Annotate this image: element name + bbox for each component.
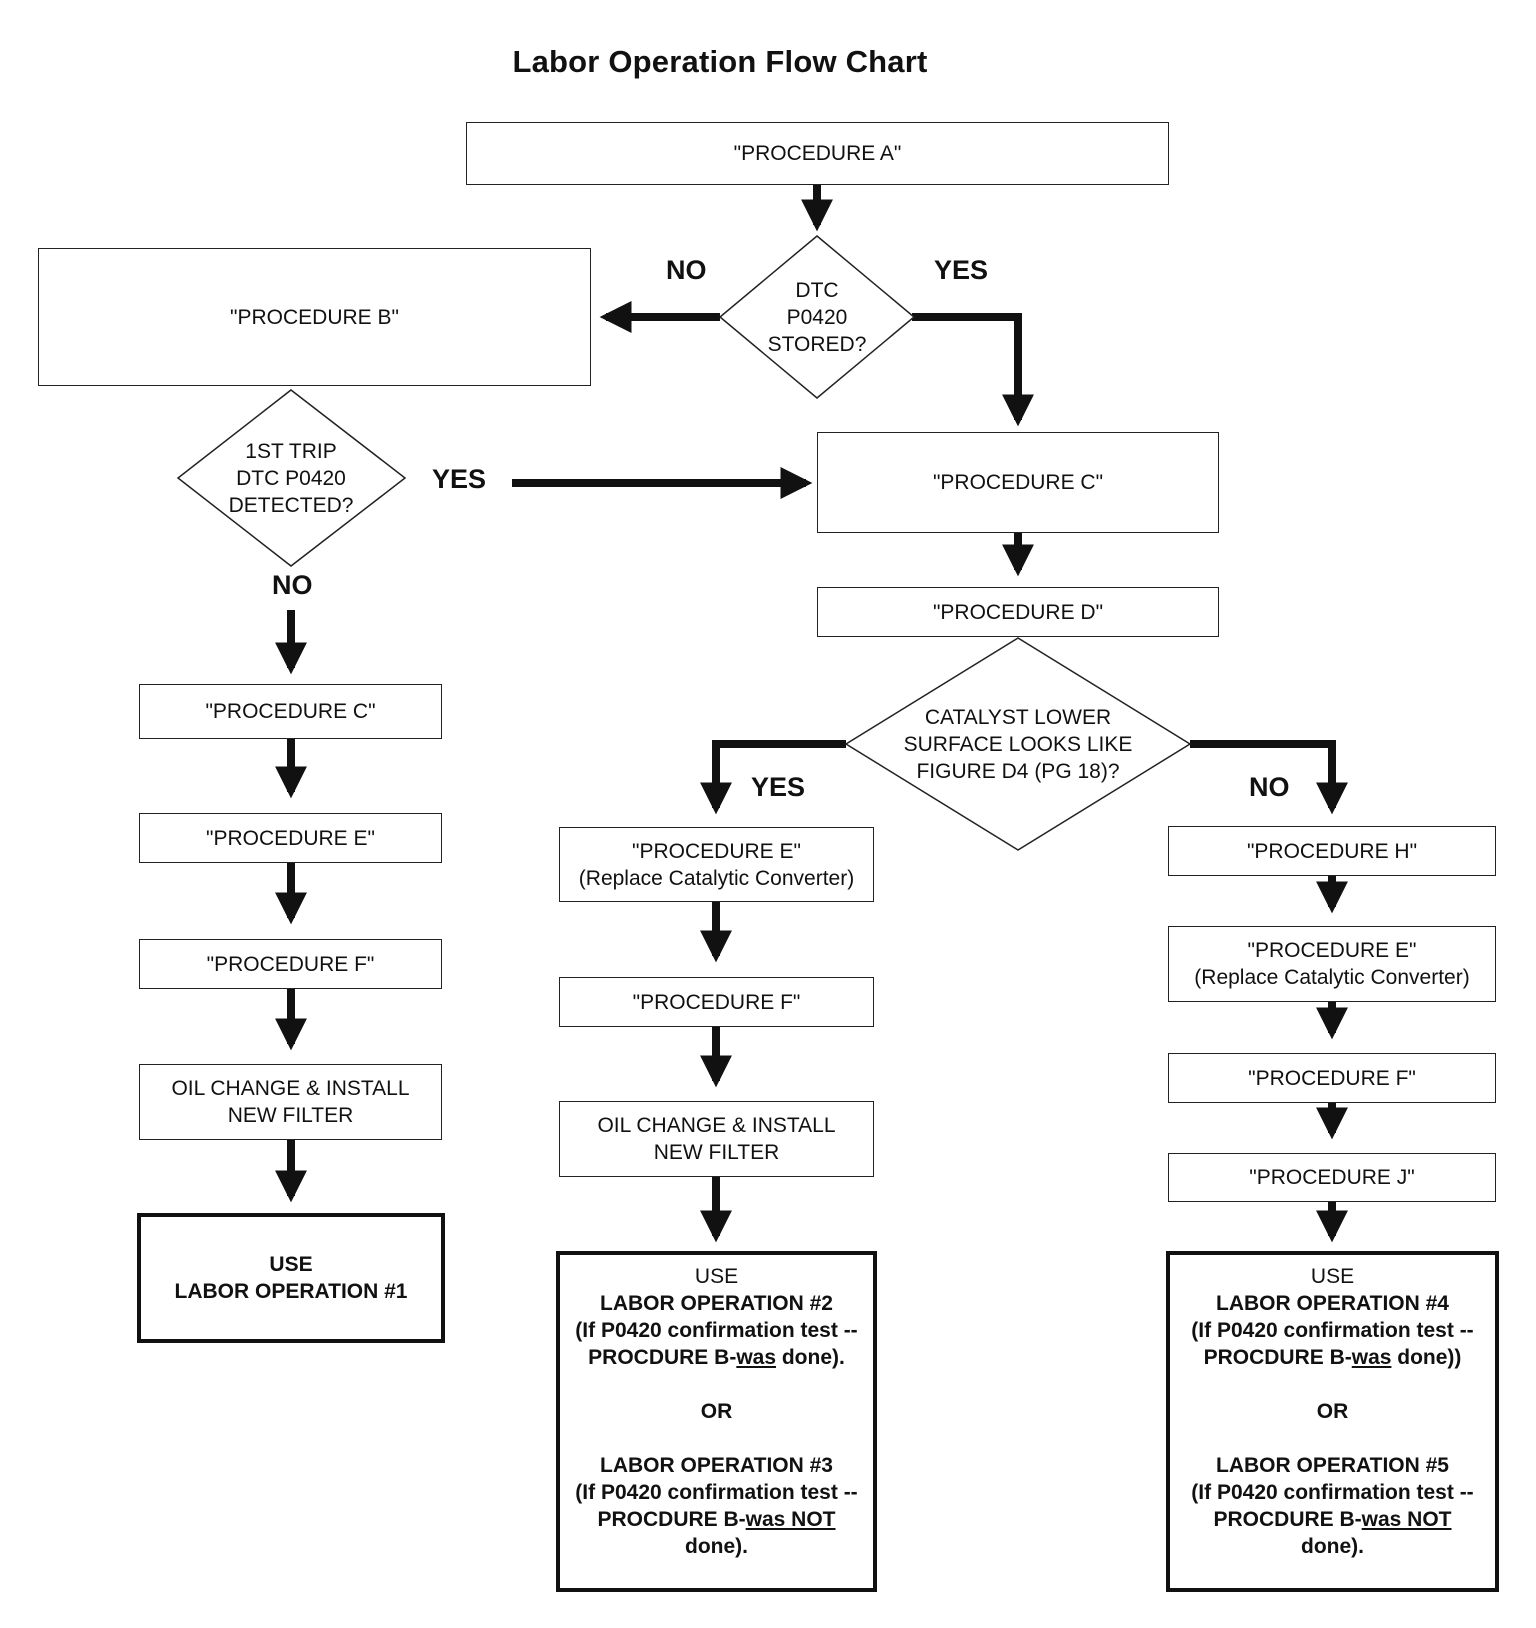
result-right-or: OR [1316,1400,1349,1423]
arrow-cat-no-to-h [1190,740,1348,815]
page-title: Labor Operation Flow Chart [512,44,928,79]
result-labor-op-1: USE LABOR OPERATION #1 [137,1213,445,1343]
procedure-f-right-label: "PROCEDURE F" [1248,1066,1416,1090]
result-mid-cond-b-2: PROCDURE B-was NOT [597,1508,836,1531]
result-left-use: USE [269,1253,313,1276]
result-right-use: USE [1310,1265,1355,1288]
label-yes-trip: YES [432,464,487,494]
procedure-f-mid-box: "PROCEDURE F" [559,977,874,1027]
oil-change-left-box: OIL CHANGE & INSTALL NEW FILTER [139,1064,442,1140]
procedure-d-box: "PROCEDURE D" [817,587,1219,637]
oil-change-mid-box: OIL CHANGE & INSTALL NEW FILTER [559,1101,874,1177]
result-mid-cond-b-3: done). [685,1535,748,1558]
result-mid-op-b: LABOR OPERATION #3 [600,1454,833,1477]
decision-cat-line-1: CATALYST LOWER [924,705,1112,729]
label-yes-cat: YES [751,772,806,802]
procedure-h-label: "PROCEDURE H" [1246,839,1418,863]
result-mid-op-a: LABOR OPERATION #2 [600,1292,833,1315]
procedure-e-mid-box: "PROCEDURE E" (Replace Catalytic Convert… [559,827,874,902]
decision-catalyst [844,637,1192,851]
oil-change-left-line-1: OIL CHANGE & INSTALL [171,1077,410,1100]
result-mid-cond-a-2: PROCDURE B-was done). [588,1346,845,1369]
result-labor-op-2-3: USE LABOR OPERATION #2 (If P0420 confirm… [556,1251,877,1592]
procedure-c-left-label: "PROCEDURE C" [205,700,376,723]
oil-change-mid-line-1: OIL CHANGE & INSTALL [597,1114,836,1137]
oil-change-mid-line-2: NEW FILTER [653,1141,780,1164]
result-left-op: LABOR OPERATION #1 [174,1280,408,1303]
result-right-cond-b-1: (If P0420 confirmation test -- [1191,1481,1474,1504]
procedure-f-left-box: "PROCEDURE F" [139,939,442,989]
procedure-e-mid-line-2: (Replace Catalytic Converter) [578,866,855,890]
procedure-j-box: "PROCEDURE J" [1168,1153,1496,1202]
decision-dtc-line-1: DTC [795,278,839,302]
procedure-c-right-label: "PROCEDURE C" [932,471,1104,494]
result-right-cond-a-2: PROCDURE B-was done)) [1203,1346,1462,1369]
arrow-dtc-yes-to-c [912,313,1034,427]
result-right-op-b: LABOR OPERATION #5 [1216,1454,1449,1477]
procedure-f-right-box: "PROCEDURE F" [1168,1053,1496,1103]
procedure-j-label: "PROCEDURE J" [1249,1166,1415,1189]
result-right-op-a: LABOR OPERATION #4 [1216,1292,1449,1315]
procedure-e-mid-line-1: "PROCEDURE E" [632,839,801,863]
procedure-a-label: "PROCEDURE A" [733,142,902,165]
decision-dtc-line-3: STORED? [767,332,867,356]
procedure-b-box: "PROCEDURE B" [38,248,591,386]
decision-trip-line-1: 1ST TRIP [245,439,337,463]
decision-cat-line-3: FIGURE D4 (PG 18)? [916,759,1120,783]
label-no-top: NO [666,255,707,285]
decision-trip-line-3: DETECTED? [228,493,354,517]
result-labor-op-4-5: USE LABOR OPERATION #4 (If P0420 confirm… [1166,1251,1499,1592]
decision-catalyst-text: CATALYST LOWER SURFACE LOOKS LIKE FIGURE… [868,690,1168,798]
procedure-c-left-box: "PROCEDURE C" [139,684,442,739]
procedure-a-box: "PROCEDURE A" [466,122,1169,185]
decision-trip-line-2: DTC P0420 [236,466,346,490]
arrow-cat-yes-to-e [700,740,846,815]
label-yes-top: YES [934,255,989,285]
procedure-e-left-label: "PROCEDURE E" [206,826,375,850]
procedure-e-right-box: "PROCEDURE E" (Replace Catalytic Convert… [1168,926,1496,1002]
decision-first-trip-text: 1ST TRIP DTC P0420 DETECTED? [196,424,386,532]
procedure-h-box: "PROCEDURE H" [1168,826,1496,876]
procedure-e-right-line-1: "PROCEDURE E" [1247,939,1417,962]
decision-first-trip [176,389,407,567]
decision-dtc-stored-text: DTC P0420 STORED? [730,263,904,371]
oil-change-left-line-2: NEW FILTER [227,1104,354,1127]
result-mid-or: OR [700,1400,733,1423]
procedure-f-mid-label: "PROCEDURE F" [632,990,801,1014]
decision-dtc-line-2: P0420 [786,305,848,329]
procedure-c-right-box: "PROCEDURE C" [817,432,1219,533]
result-right-cond-b-3: done). [1301,1535,1364,1558]
procedure-f-left-label: "PROCEDURE F" [206,952,375,976]
procedure-d-label: "PROCEDURE D" [932,600,1104,624]
decision-dtc-stored [718,235,916,399]
label-no-trip: NO [272,570,313,600]
label-no-cat: NO [1249,772,1290,802]
procedure-e-right-line-2: (Replace Catalytic Converter) [1194,966,1470,989]
result-mid-use: USE [694,1265,739,1288]
result-right-cond-a-1: (If P0420 confirmation test -- [1191,1319,1474,1342]
result-mid-cond-a-1: (If P0420 confirmation test -- [575,1319,858,1342]
procedure-b-label: "PROCEDURE B" [230,305,399,329]
result-mid-cond-b-1: (If P0420 confirmation test -- [575,1481,858,1504]
result-right-cond-b-2: PROCDURE B-was NOT [1213,1508,1452,1531]
procedure-e-left-box: "PROCEDURE E" [139,813,442,863]
decision-cat-line-2: SURFACE LOOKS LIKE [903,732,1133,756]
